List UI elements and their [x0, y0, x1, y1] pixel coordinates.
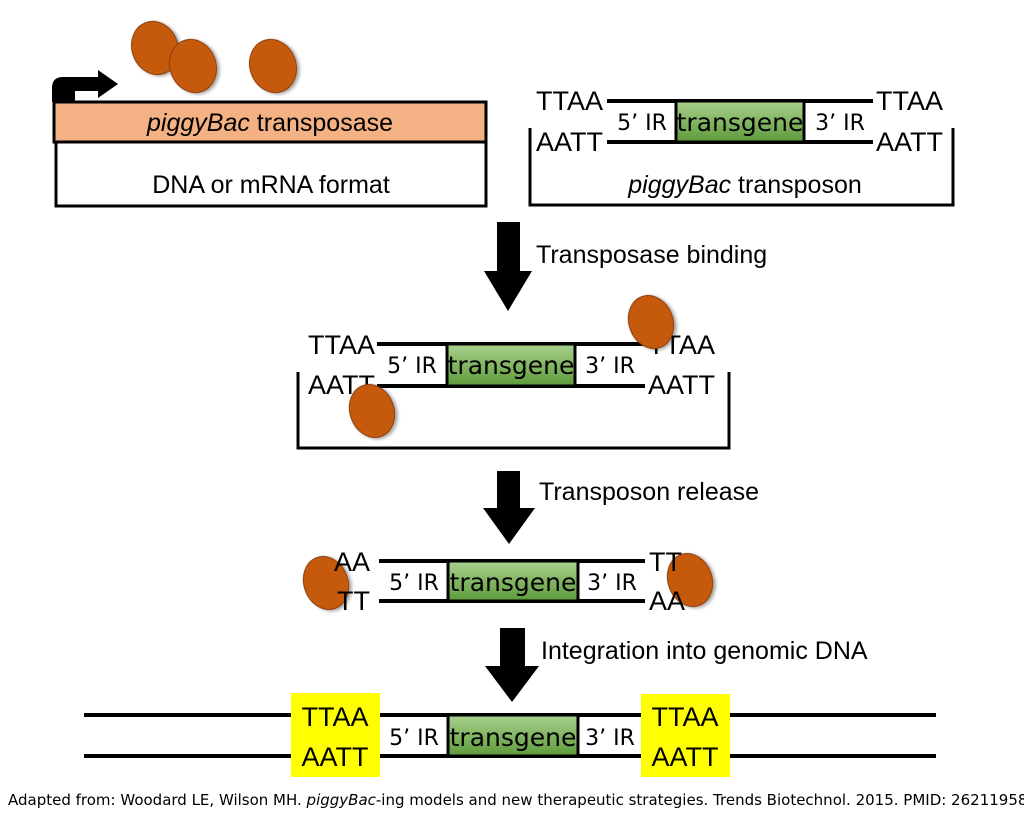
- format-label: DNA or mRNA format: [152, 171, 390, 199]
- transposase-bracket: [54, 142, 488, 208]
- seq-right-top: TTAA: [876, 86, 943, 116]
- ir5-box: [384, 715, 448, 756]
- down-arrow-icon: [483, 471, 535, 544]
- bound-bracket: [296, 372, 731, 450]
- seq-right-bottom: AATT: [648, 370, 715, 400]
- transposase-protein-icon: [627, 295, 675, 349]
- transposase-panel: piggyBac transposase DNA or mRNA format: [52, 20, 488, 208]
- ir3-label: 3’ IR: [585, 726, 635, 751]
- ir5-label: 5’ IR: [389, 726, 439, 751]
- seq-left-top: TTAA: [308, 330, 375, 360]
- transgene-box: [445, 342, 577, 388]
- step-label-binding: Transposase binding: [536, 241, 767, 269]
- ir5-label: 5’ IR: [387, 354, 437, 379]
- seq-left-top: TTAA: [302, 702, 369, 732]
- seq-left-top: TTAA: [536, 86, 603, 116]
- integrated-genome: TTAA AATT TTAA AATT 5’ IR transgene 3’ I…: [84, 693, 936, 777]
- ir5-label: 5’ IR: [617, 111, 667, 136]
- promoter-arrow-icon: [52, 70, 118, 102]
- transposon-label: piggyBac transposon: [627, 171, 862, 199]
- step-label-release: Transposon release: [539, 478, 759, 506]
- transposase-protein-icon: [666, 553, 714, 607]
- transgene-label: transgene: [677, 108, 804, 137]
- seq-left-bottom: TT: [337, 586, 370, 616]
- transposase-protein-icon: [168, 38, 218, 94]
- ir3-label: 3’ IR: [815, 111, 865, 136]
- seq-right-top: TT: [649, 547, 682, 577]
- transposase-label: piggyBac transposase: [146, 109, 393, 137]
- down-arrow-icon: [484, 222, 532, 311]
- bound-complex: TTAA AATT TTAA AATT 5’ IR transgene 3’ I…: [296, 295, 731, 450]
- transgene-label: transgene: [450, 723, 577, 752]
- seq-left-bottom: AATT: [536, 127, 603, 157]
- transgene-label: transgene: [448, 351, 575, 380]
- released-transposon: AA TT TT AA 5’ IR transgene 3’ IR: [302, 547, 714, 616]
- step-arrow-1: Transposase binding: [484, 222, 767, 311]
- seq-left-bottom: AATT: [302, 742, 369, 772]
- step-arrow-2: Transposon release: [483, 471, 759, 544]
- transposase-protein-icon: [130, 20, 180, 76]
- ir3-label: 3’ IR: [587, 571, 637, 596]
- ir3-label: 3’ IR: [585, 354, 635, 379]
- transposase-protein-icon: [302, 556, 350, 610]
- highlight-left-top: [291, 693, 380, 737]
- citation: Adapted from: Woodard LE, Wilson MH. pig…: [8, 791, 1024, 809]
- seq-right-bottom: AA: [649, 586, 685, 616]
- transgene-label: transgene: [450, 568, 577, 597]
- ir5-label: 5’ IR: [389, 571, 439, 596]
- step-arrow-3: Integration into genomic DNA: [485, 628, 868, 702]
- transgene-box: [446, 713, 580, 758]
- transgene-box: [446, 559, 580, 603]
- transposase-gene-bar: [52, 100, 488, 144]
- down-arrow-icon: [485, 628, 539, 702]
- step-label-integration: Integration into genomic DNA: [541, 637, 868, 665]
- highlight-right-top: [641, 694, 730, 738]
- seq-left-top: AA: [334, 547, 370, 577]
- seq-right-top: TTAA: [652, 702, 719, 732]
- highlight-left-bottom: [291, 733, 380, 777]
- ir3-box: [578, 715, 642, 756]
- transposon-bracket: [528, 128, 955, 207]
- transposase-protein-icon: [248, 38, 298, 94]
- transposase-protein-icon: [348, 384, 396, 438]
- seq-right-bottom: AATT: [876, 127, 943, 157]
- transposon-panel: TTAA AATT TTAA AATT 5’ IR transgene 3’ I…: [528, 86, 955, 207]
- highlight-right-bottom: [641, 733, 730, 777]
- seq-right-bottom: AATT: [652, 742, 719, 772]
